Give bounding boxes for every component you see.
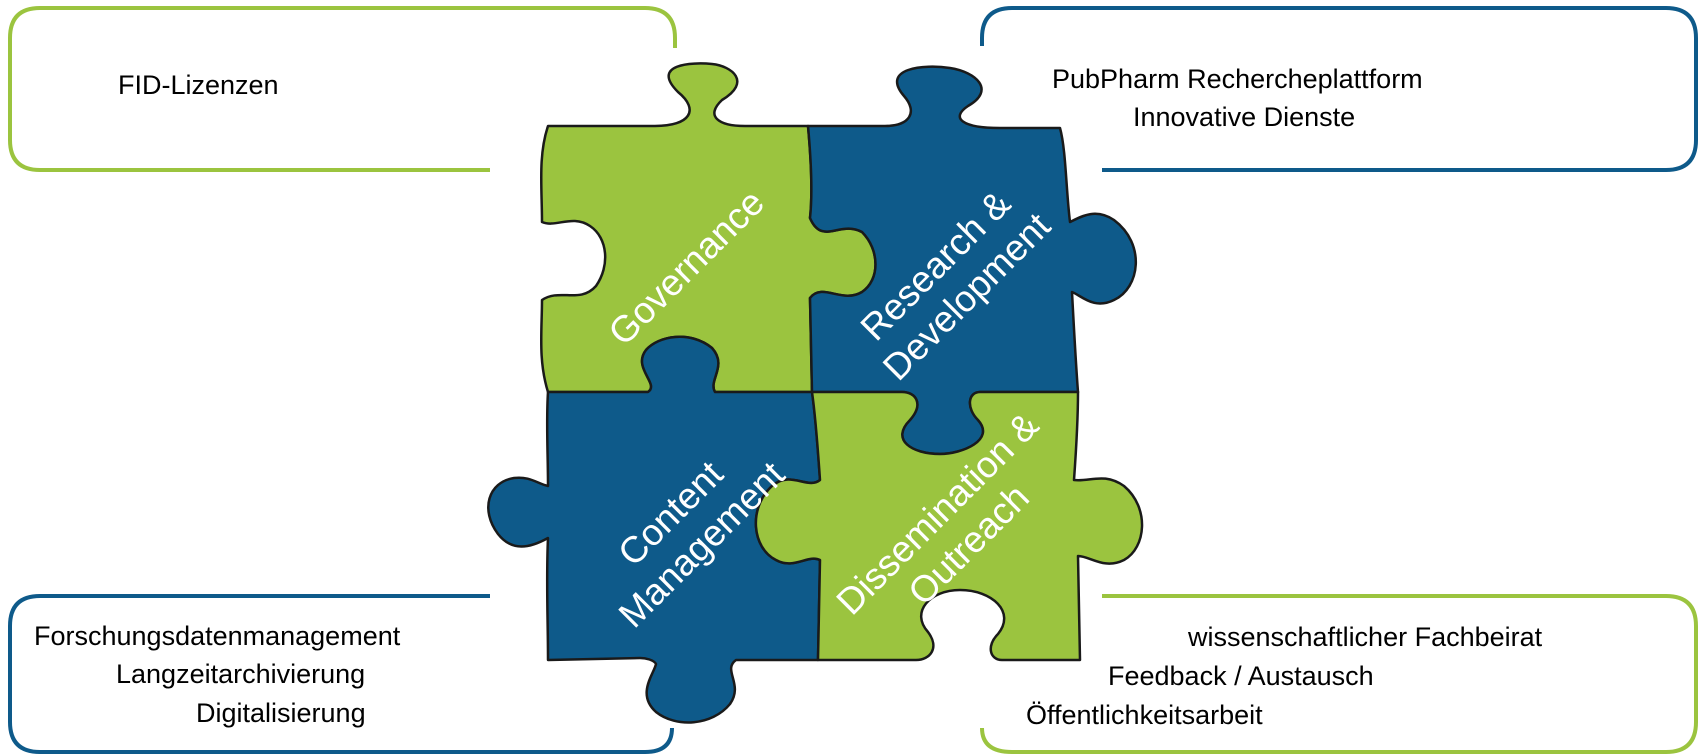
- box-top-left: FID-Lizenzen: [8, 6, 677, 172]
- box-bottom-left: Forschungsdatenmanagement Langzeitarchiv…: [8, 594, 674, 754]
- puzzle-piece-research: [806, 65, 1138, 456]
- box-bottom-right-line-2: Feedback / Austausch: [1108, 661, 1374, 691]
- box-bottom-right-line-3: Öffentlichkeitsarbeit: [1026, 700, 1263, 730]
- bracket-top-left: [8, 6, 677, 172]
- box-top-right: PubPharm Rechercheplattform Innovative D…: [980, 6, 1698, 172]
- box-top-right-line-1: PubPharm Rechercheplattform: [1052, 64, 1423, 94]
- bracket-bottom-right: [980, 594, 1698, 754]
- bracket-top-right: [980, 6, 1698, 172]
- box-top-right-line-2: Innovative Dienste: [1133, 102, 1355, 132]
- box-bottom-left-line-1: Forschungsdatenmanagement: [34, 621, 401, 651]
- puzzle-piece-dissemination: [754, 390, 1144, 662]
- box-bottom-right-line-1: wissenschaftlicher Fachbeirat: [1187, 622, 1543, 652]
- box-top-left-line-1: FID-Lizenzen: [118, 70, 279, 100]
- box-bottom-left-line-2: Langzeitarchivierung: [116, 659, 365, 689]
- bracket-bottom-left: [8, 594, 674, 754]
- box-bottom-left-line-3: Digitalisierung: [196, 698, 366, 728]
- box-bottom-right: wissenschaftlicher Fachbeirat Feedback /…: [980, 594, 1698, 754]
- puzzle-piece-content: [487, 335, 822, 724]
